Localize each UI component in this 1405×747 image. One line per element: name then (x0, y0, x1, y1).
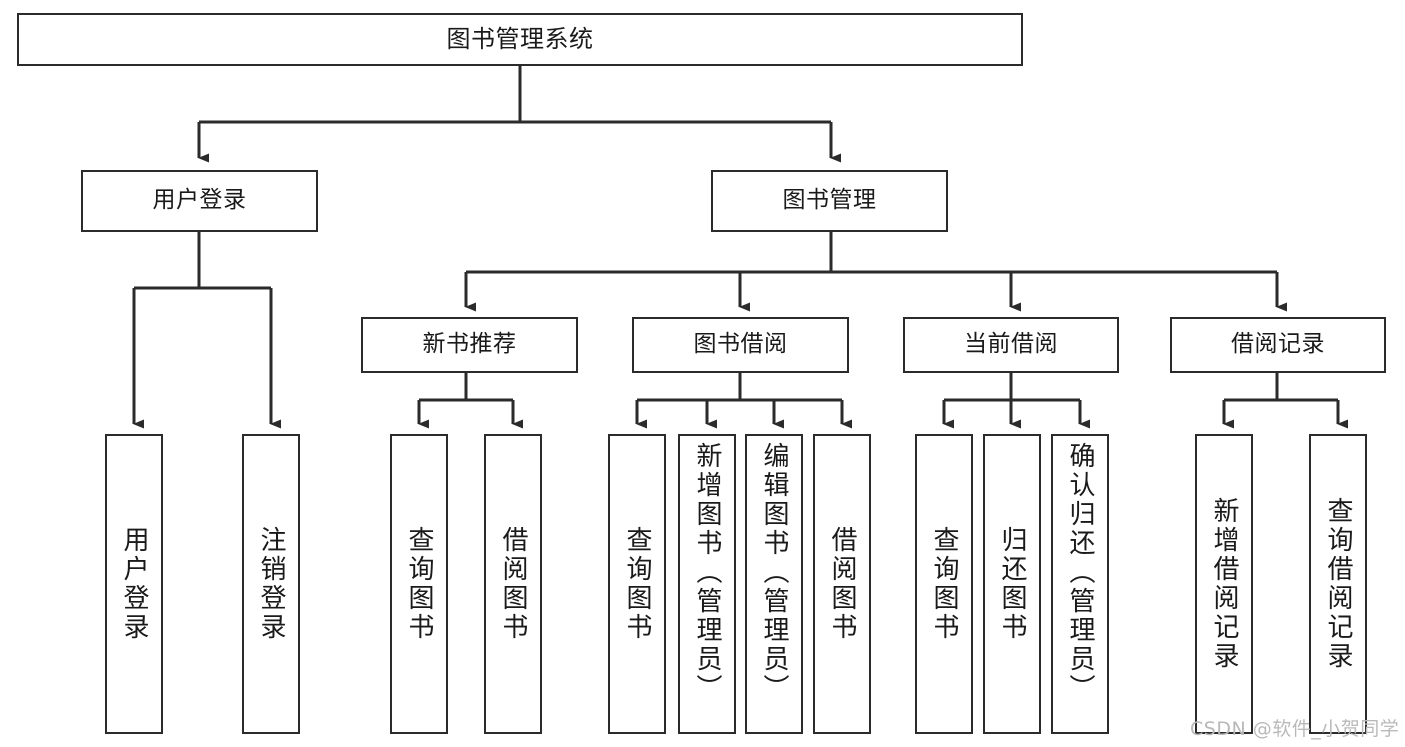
node-label: 用户登录 (119, 526, 149, 642)
node-label: 当前借阅 (964, 331, 1058, 358)
leaf-add-book-admin[interactable]: 新增图书（管理员） (678, 434, 736, 734)
node-book-borrowing[interactable]: 图书借阅 (632, 317, 849, 373)
leaf-confirm-return-admin[interactable]: 确认归还（管理员） (1051, 434, 1109, 734)
leaf-query-borrowing-record[interactable]: 查询借阅记录 (1309, 434, 1367, 734)
leaf-query-book-current[interactable]: 查询图书 (915, 434, 973, 734)
leaf-query-book-recommendation[interactable]: 查询图书 (390, 434, 448, 734)
leaf-user-login[interactable]: 用户登录 (105, 434, 163, 734)
leaf-edit-book-admin[interactable]: 编辑图书（管理员） (745, 434, 803, 734)
leaf-return-book[interactable]: 归还图书 (983, 434, 1041, 734)
leaf-borrow-book-borrowing[interactable]: 借阅图书 (813, 434, 871, 734)
node-label: 用户登录 (152, 187, 247, 214)
node-label: 查询借阅记录 (1323, 497, 1353, 671)
node-label: 注销登录 (256, 526, 286, 642)
node-label: 借阅图书 (498, 526, 528, 642)
node-label: 查询图书 (404, 526, 434, 642)
leaf-borrow-book-recommendation[interactable]: 借阅图书 (484, 434, 542, 734)
node-label: 新书推荐 (422, 331, 517, 358)
node-label: 借阅图书 (827, 526, 857, 642)
node-label: 归还图书 (997, 526, 1027, 642)
node-label: 编辑图书（管理员） (759, 442, 789, 703)
node-new-book-recommendation[interactable]: 新书推荐 (361, 317, 578, 373)
node-user-login[interactable]: 用户登录 (81, 170, 318, 232)
node-current-borrowing[interactable]: 当前借阅 (903, 317, 1119, 373)
node-label: 新增图书（管理员） (692, 442, 722, 703)
node-book-management[interactable]: 图书管理 (711, 170, 948, 232)
node-label: 图书借阅 (693, 331, 788, 358)
node-label: 图书管理系统 (446, 25, 594, 54)
node-label: 新增借阅记录 (1209, 497, 1239, 671)
node-label: 图书管理 (782, 187, 877, 214)
node-borrowing-record[interactable]: 借阅记录 (1170, 317, 1386, 373)
leaf-add-borrowing-record[interactable]: 新增借阅记录 (1195, 434, 1253, 734)
leaf-logout[interactable]: 注销登录 (242, 434, 300, 734)
node-label: 借阅记录 (1231, 331, 1325, 358)
node-label: 查询图书 (622, 526, 652, 642)
csdn-watermark: CSDN @软件_小贺同学 (1190, 718, 1400, 740)
node-label: 查询图书 (929, 526, 959, 642)
node-root-book-management-system[interactable]: 图书管理系统 (17, 13, 1023, 66)
node-label: 确认归还（管理员） (1065, 442, 1095, 703)
leaf-query-book-borrowing[interactable]: 查询图书 (608, 434, 666, 734)
